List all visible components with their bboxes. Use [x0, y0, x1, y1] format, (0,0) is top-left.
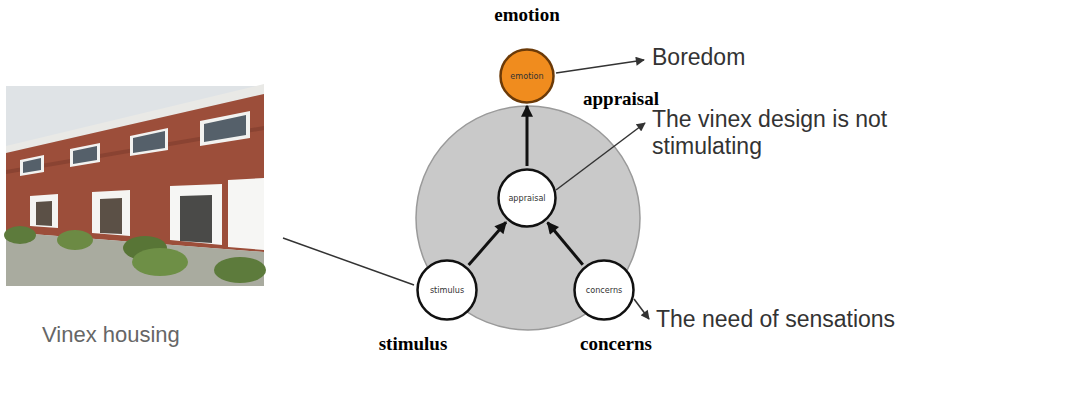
process-cycle: [416, 106, 640, 330]
photo-part: [132, 248, 188, 276]
circle-label: emotion: [499, 48, 555, 104]
housing-photo: [4, 84, 266, 286]
photo-part: [200, 111, 250, 146]
circle-label: stimulus: [416, 259, 478, 321]
callout-text: The vinex design is not stimulating: [652, 106, 922, 160]
leader-line: [283, 238, 414, 285]
photo-part: [70, 143, 100, 167]
photo-part: [20, 155, 44, 176]
photo-part: [57, 230, 93, 250]
photo-part: [204, 115, 246, 142]
concept-circle: appraisal: [497, 168, 557, 228]
circle-heading: concerns: [580, 333, 652, 355]
photo-part: [130, 128, 168, 156]
photo-part: [73, 146, 97, 164]
circle-heading: stimulus: [379, 333, 448, 355]
leader-arrow: [634, 299, 649, 319]
photo-part: [92, 190, 130, 236]
photo-part: [30, 194, 58, 228]
photo-part: [6, 94, 264, 252]
circle-label: appraisal: [497, 168, 557, 228]
circle-heading: emotion: [494, 4, 559, 26]
photo-part: [214, 257, 266, 283]
callout-text: Boredom: [652, 44, 745, 71]
photo-part: [228, 178, 264, 250]
section-heading: appraisal: [583, 88, 659, 110]
photo-part: [23, 158, 41, 173]
flow-arrow: [548, 223, 583, 265]
photo-part: [36, 201, 52, 226]
flow-arrow: [469, 222, 506, 265]
concept-circle: emotionemotion: [499, 48, 555, 104]
flow-arrow: [526, 106, 529, 166]
photo-caption: Vinex housing: [42, 322, 180, 348]
leader-arrow: [556, 123, 645, 190]
concept-circle: concernsconcerns: [573, 259, 635, 321]
photo-part: [170, 184, 222, 245]
concept-circle: stimulusstimulus: [416, 259, 478, 321]
leader-arrow: [556, 60, 644, 73]
circle-label: concerns: [573, 259, 635, 321]
photo-part: [4, 226, 36, 244]
photo-part: [180, 195, 212, 243]
callout-text: The need of sensations: [656, 306, 895, 333]
photo-part: [100, 198, 122, 234]
photo-part: [133, 131, 165, 153]
